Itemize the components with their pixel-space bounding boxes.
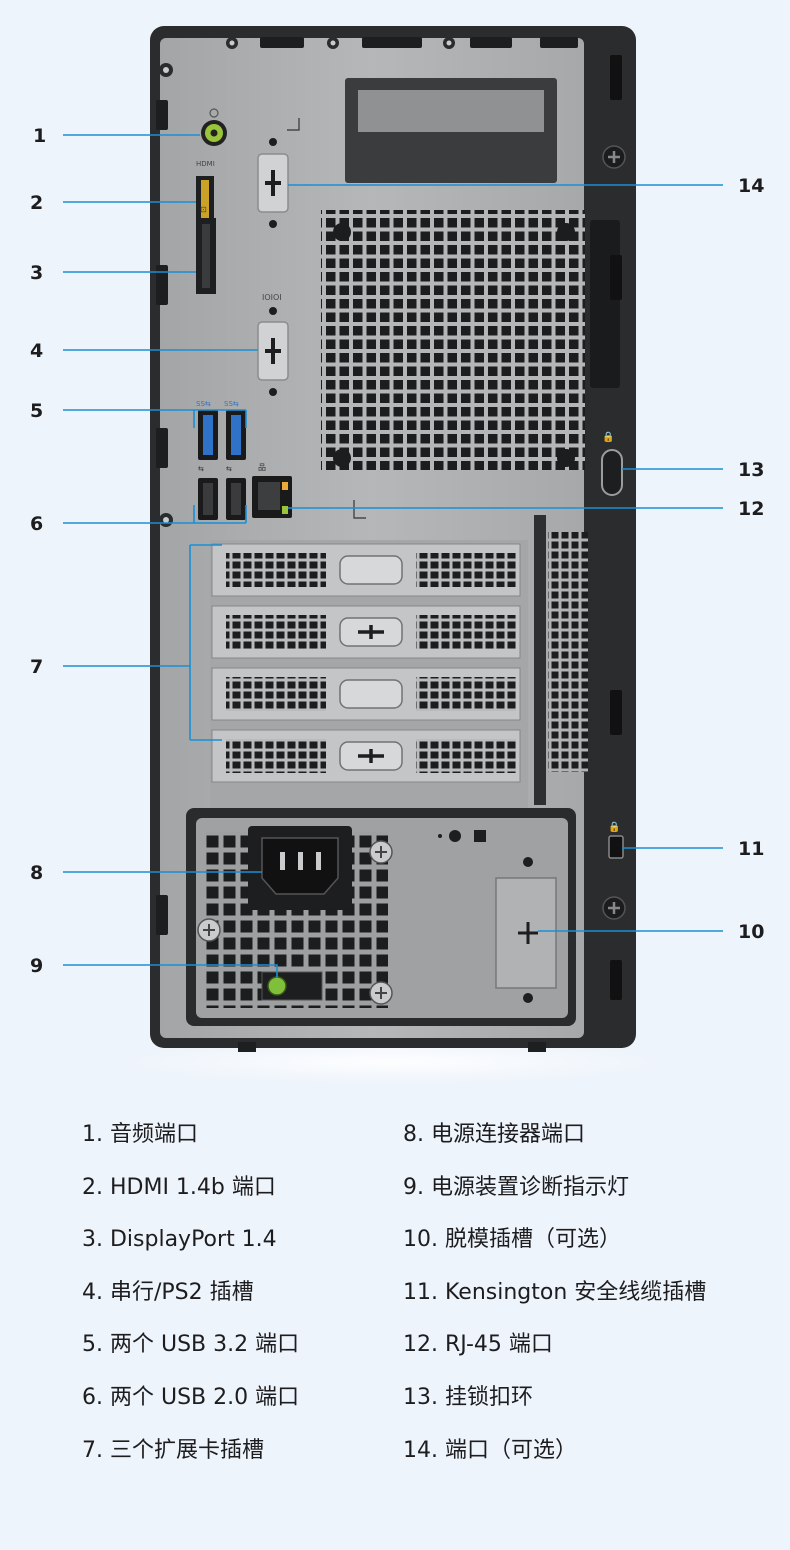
expansion-slots [210,515,588,826]
legend-item-3: 3. DisplayPort 1.4 [82,1227,277,1253]
hdmi-label: HDMI [196,160,215,168]
callout-13: 13 [738,459,764,481]
serial-ps2-slot: IOIOI [257,293,289,396]
callout-8: 8 [30,862,43,884]
psu-diagnostic-led [261,971,323,1001]
callout-14: 14 [738,175,764,197]
legend-right-column: 8. 电源连接器端口 9. 电源装置诊断指示灯 10. 脱模插槽（可选） 11.… [403,1122,706,1490]
legend-item-1: 1. 音频端口 [82,1122,198,1147]
legend-item-8: 8. 电源连接器端口 [403,1122,585,1147]
legend-left-column: 1. 音频端口 2. HDMI 1.4b 端口 3. DisplayPort 1… [82,1122,299,1490]
legend-item-11: 11. Kensington 安全线缆插槽 [403,1279,707,1305]
svg-text:SS⇆: SS⇆ [196,400,211,408]
callout-9: 9 [30,955,43,977]
callout-2: 2 [30,192,43,214]
legend-item-2: 2. HDMI 1.4b 端口 [82,1174,276,1200]
serial-label: IOIOI [262,293,282,302]
legend-item-12: 12. RJ-45 端口 [403,1332,553,1358]
legend-item-5: 5. 两个 USB 3.2 端口 [82,1332,300,1358]
legend-item-13: 13. 挂锁扣环 [403,1384,533,1410]
callout-1: 1 [33,125,46,147]
legend-item-6: 6. 两个 USB 2.0 端口 [82,1384,300,1410]
padlock-loop: 🔒 [601,431,623,496]
displayport-icon: ⊡ [200,205,207,214]
callout-3: 3 [30,262,43,284]
legend-item-10: 10. 脱模插槽（可选） [403,1227,621,1253]
displayport: ⊡ [196,205,216,294]
callout-10: 10 [738,921,764,943]
callout-12: 12 [738,498,764,520]
usb32-ports: SS⇆ SS⇆ [196,400,246,460]
callout-7: 7 [30,656,43,678]
legend-item-4: 4. 串行/PS2 插槽 [82,1279,254,1305]
callout-numbers: 1 2 3 4 5 6 7 8 9 14 13 12 11 10 [30,125,764,977]
callout-6: 6 [30,513,43,535]
optional-port-14 [257,138,289,228]
legend-item-7: 7. 三个扩展卡插槽 [82,1437,264,1463]
top-vents [159,37,578,527]
rj45-port: 品 [252,463,292,518]
callout-lines [63,134,723,978]
network-icon: 品 [258,463,266,472]
usb-icon: ⇆ [198,465,204,473]
callout-11: 11 [738,838,764,860]
lock-icon: 🔒 [608,821,620,833]
legend-item-14: 14. 端口（可选） [403,1437,577,1463]
callout-5: 5 [30,400,43,422]
callout-4: 4 [30,340,43,362]
computer-rear-diagram: HDMI ⊡ IOIOI SS⇆ SS⇆ ⇆ ⇆ [30,26,764,1084]
right-bezel-details [590,55,626,1000]
lock-icon: 🔒 [602,431,614,443]
svg-text:SS⇆: SS⇆ [224,400,239,408]
usb-icon: ⇆ [226,465,232,473]
hdmi-port: HDMI [196,160,215,227]
legend-item-9: 9. 电源装置诊断指示灯 [403,1174,629,1200]
usb20-ports: ⇆ ⇆ [198,465,246,520]
power-connector [197,826,393,1005]
kensington-slot: 🔒 [608,821,624,859]
left-side-slots [156,100,168,935]
audio-port [201,108,227,146]
headphone-icon [209,108,219,118]
fan-grill [321,210,585,470]
